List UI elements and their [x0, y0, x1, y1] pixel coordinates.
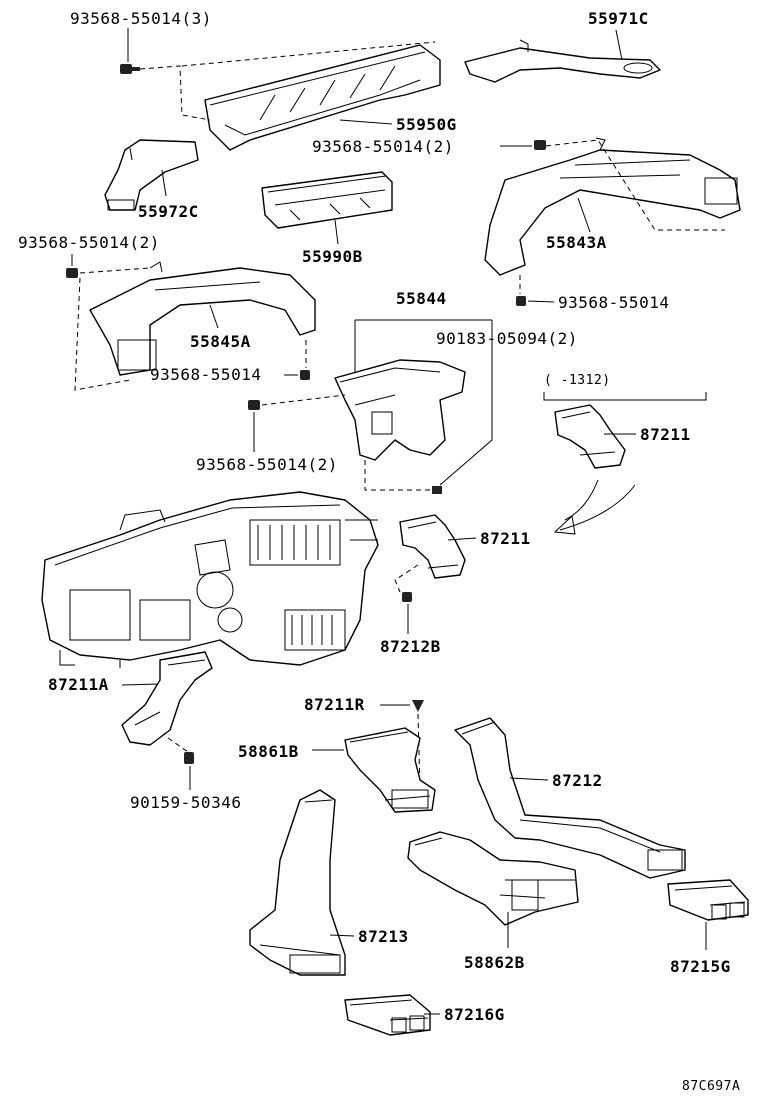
part-55972C — [104, 139, 199, 211]
label-87216G: 87216G — [444, 1005, 505, 1024]
label-55972C: 55972C — [138, 202, 199, 221]
part-87211-upper — [554, 404, 626, 469]
heater-unit-assembly — [41, 491, 379, 668]
clip-90183-05094 — [432, 486, 442, 494]
part-55843A — [484, 137, 741, 276]
label-93568-55014-2-upper: 93568-55014(2) — [312, 137, 454, 156]
catalog-code: 87C697A — [682, 1079, 740, 1094]
label-93568-55014-middle: 93568-55014 — [150, 365, 261, 384]
clip-87211R — [412, 700, 424, 712]
part-87213 — [249, 789, 346, 976]
replacement-arrow — [553, 479, 636, 535]
label-93568-55014-2-left: 93568-55014(2) — [18, 233, 160, 252]
label-87212B: 87212B — [380, 637, 441, 656]
part-58862B — [407, 831, 579, 926]
label-55971C: 55971C — [588, 9, 649, 28]
bolt-90159-50346 — [184, 752, 194, 764]
part-87211-lower — [399, 514, 466, 579]
bolt-93568-55014-below-55845A — [300, 370, 310, 380]
part-55845A — [89, 261, 316, 376]
label-55990B: 55990B — [302, 247, 363, 266]
label-90159-50346: 90159-50346 — [130, 793, 241, 812]
part-55950G — [204, 44, 441, 151]
part-87211A — [121, 651, 213, 746]
label-87211A: 87211A — [48, 675, 109, 694]
label-58862B: 58862B — [464, 953, 525, 972]
label-87211-upper: 87211 — [640, 425, 691, 444]
label-55845A: 55845A — [190, 332, 251, 351]
part-87212B — [402, 592, 412, 602]
label-90183-05094-2: 90183-05094(2) — [436, 329, 578, 348]
part-55844 — [334, 359, 466, 461]
label-93568-55014-2-lower: 93568-55014(2) — [196, 455, 338, 474]
production-note: ( -1312) — [544, 373, 611, 388]
part-55990B — [261, 171, 393, 229]
part-87212 — [454, 717, 686, 879]
label-87212: 87212 — [552, 771, 603, 790]
label-87211R: 87211R — [304, 695, 365, 714]
bolt-93568-55014-2-left — [66, 268, 78, 278]
label-58861B: 58861B — [238, 742, 299, 761]
label-93568-55014-right: 93568-55014 — [558, 293, 669, 312]
bolt-93568-55014-below-55843A — [516, 296, 526, 306]
label-87213: 87213 — [358, 927, 409, 946]
bolt-93568-55014-2-lower — [248, 400, 260, 410]
part-55971C — [464, 39, 661, 83]
bolt-93568-55014-2-upper — [534, 140, 546, 150]
part-87215G — [667, 879, 749, 921]
label-87211-lower: 87211 — [480, 529, 531, 548]
label-93568-55014-3: 93568-55014(3) — [70, 9, 212, 28]
label-55843A: 55843A — [546, 233, 607, 252]
label-55950G: 55950G — [396, 115, 457, 134]
bolt-93568-55014-3 — [120, 64, 140, 74]
label-55844: 55844 — [396, 289, 447, 308]
part-58861B — [344, 727, 436, 813]
label-87215G: 87215G — [670, 957, 731, 976]
part-87216G — [344, 994, 431, 1036]
